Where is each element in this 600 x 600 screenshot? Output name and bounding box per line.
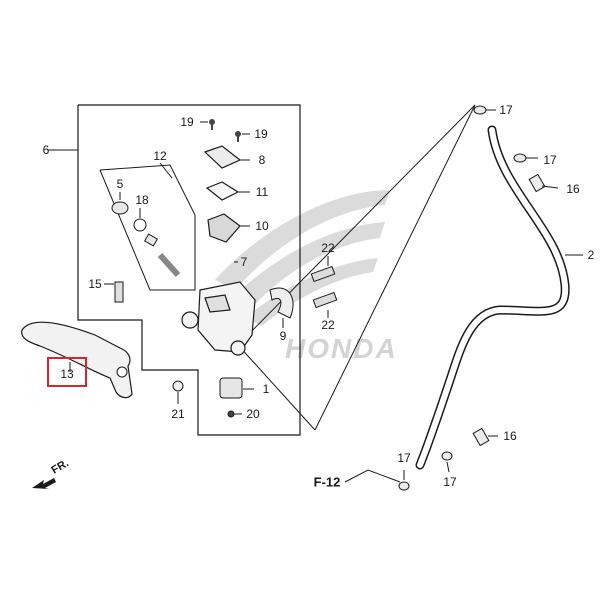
assembly-box-12 <box>99 164 196 291</box>
part-label-12: 12 <box>153 149 167 163</box>
brake-hose <box>415 125 570 470</box>
part-label-5: 5 <box>116 177 124 191</box>
master-cylinder <box>181 281 256 356</box>
part-label-15: 15 <box>88 277 102 291</box>
part-label-19b: 19 <box>254 127 268 141</box>
part-label-10: 10 <box>255 219 269 233</box>
reference-label-f12[interactable]: F-12 <box>313 474 341 490</box>
part-label-17a: 17 <box>499 103 513 117</box>
part-label-20: 20 <box>246 407 260 421</box>
part-label-17d: 17 <box>443 475 457 489</box>
part-label-6: 6 <box>42 143 50 157</box>
honda-watermark-text: HONDA <box>285 333 398 364</box>
part-label-16a: 16 <box>566 182 580 196</box>
brake-lever-13 <box>21 321 133 399</box>
honda-wing-watermark: HONDA <box>215 190 398 364</box>
part-label-7: 7 <box>240 255 248 269</box>
part-label-19a: 19 <box>180 115 194 129</box>
brake-switch <box>219 377 243 418</box>
piston-kit <box>111 201 181 278</box>
part-label-17c: 17 <box>397 451 411 465</box>
bolt-15 <box>114 281 124 303</box>
part-label-21: 21 <box>171 407 185 421</box>
part-label-17b: 17 <box>543 153 557 167</box>
part-label-2: 2 <box>587 248 595 262</box>
part-label-16b: 16 <box>503 429 517 443</box>
part-label-9: 9 <box>279 329 287 343</box>
part-label-1: 1 <box>262 382 270 396</box>
part-label-8: 8 <box>258 153 266 167</box>
part-label-13: 13 <box>60 367 74 381</box>
front-direction-arrow: FR. <box>32 458 71 489</box>
screw-19 <box>209 119 241 142</box>
part-label-22a: 22 <box>321 241 335 255</box>
part-label-11: 11 <box>255 185 269 199</box>
fr-label: FR. <box>50 458 71 477</box>
holder-9 <box>269 287 294 319</box>
part-label-22b: 22 <box>321 318 335 332</box>
assembly-box-6 <box>77 104 301 436</box>
part-label-18: 18 <box>135 193 149 207</box>
washer-21 <box>172 380 184 392</box>
banjo-fittings <box>398 105 546 491</box>
highlight-box-13 <box>47 357 87 387</box>
bolt-22 <box>310 265 338 309</box>
reservoir-cap <box>203 145 242 243</box>
